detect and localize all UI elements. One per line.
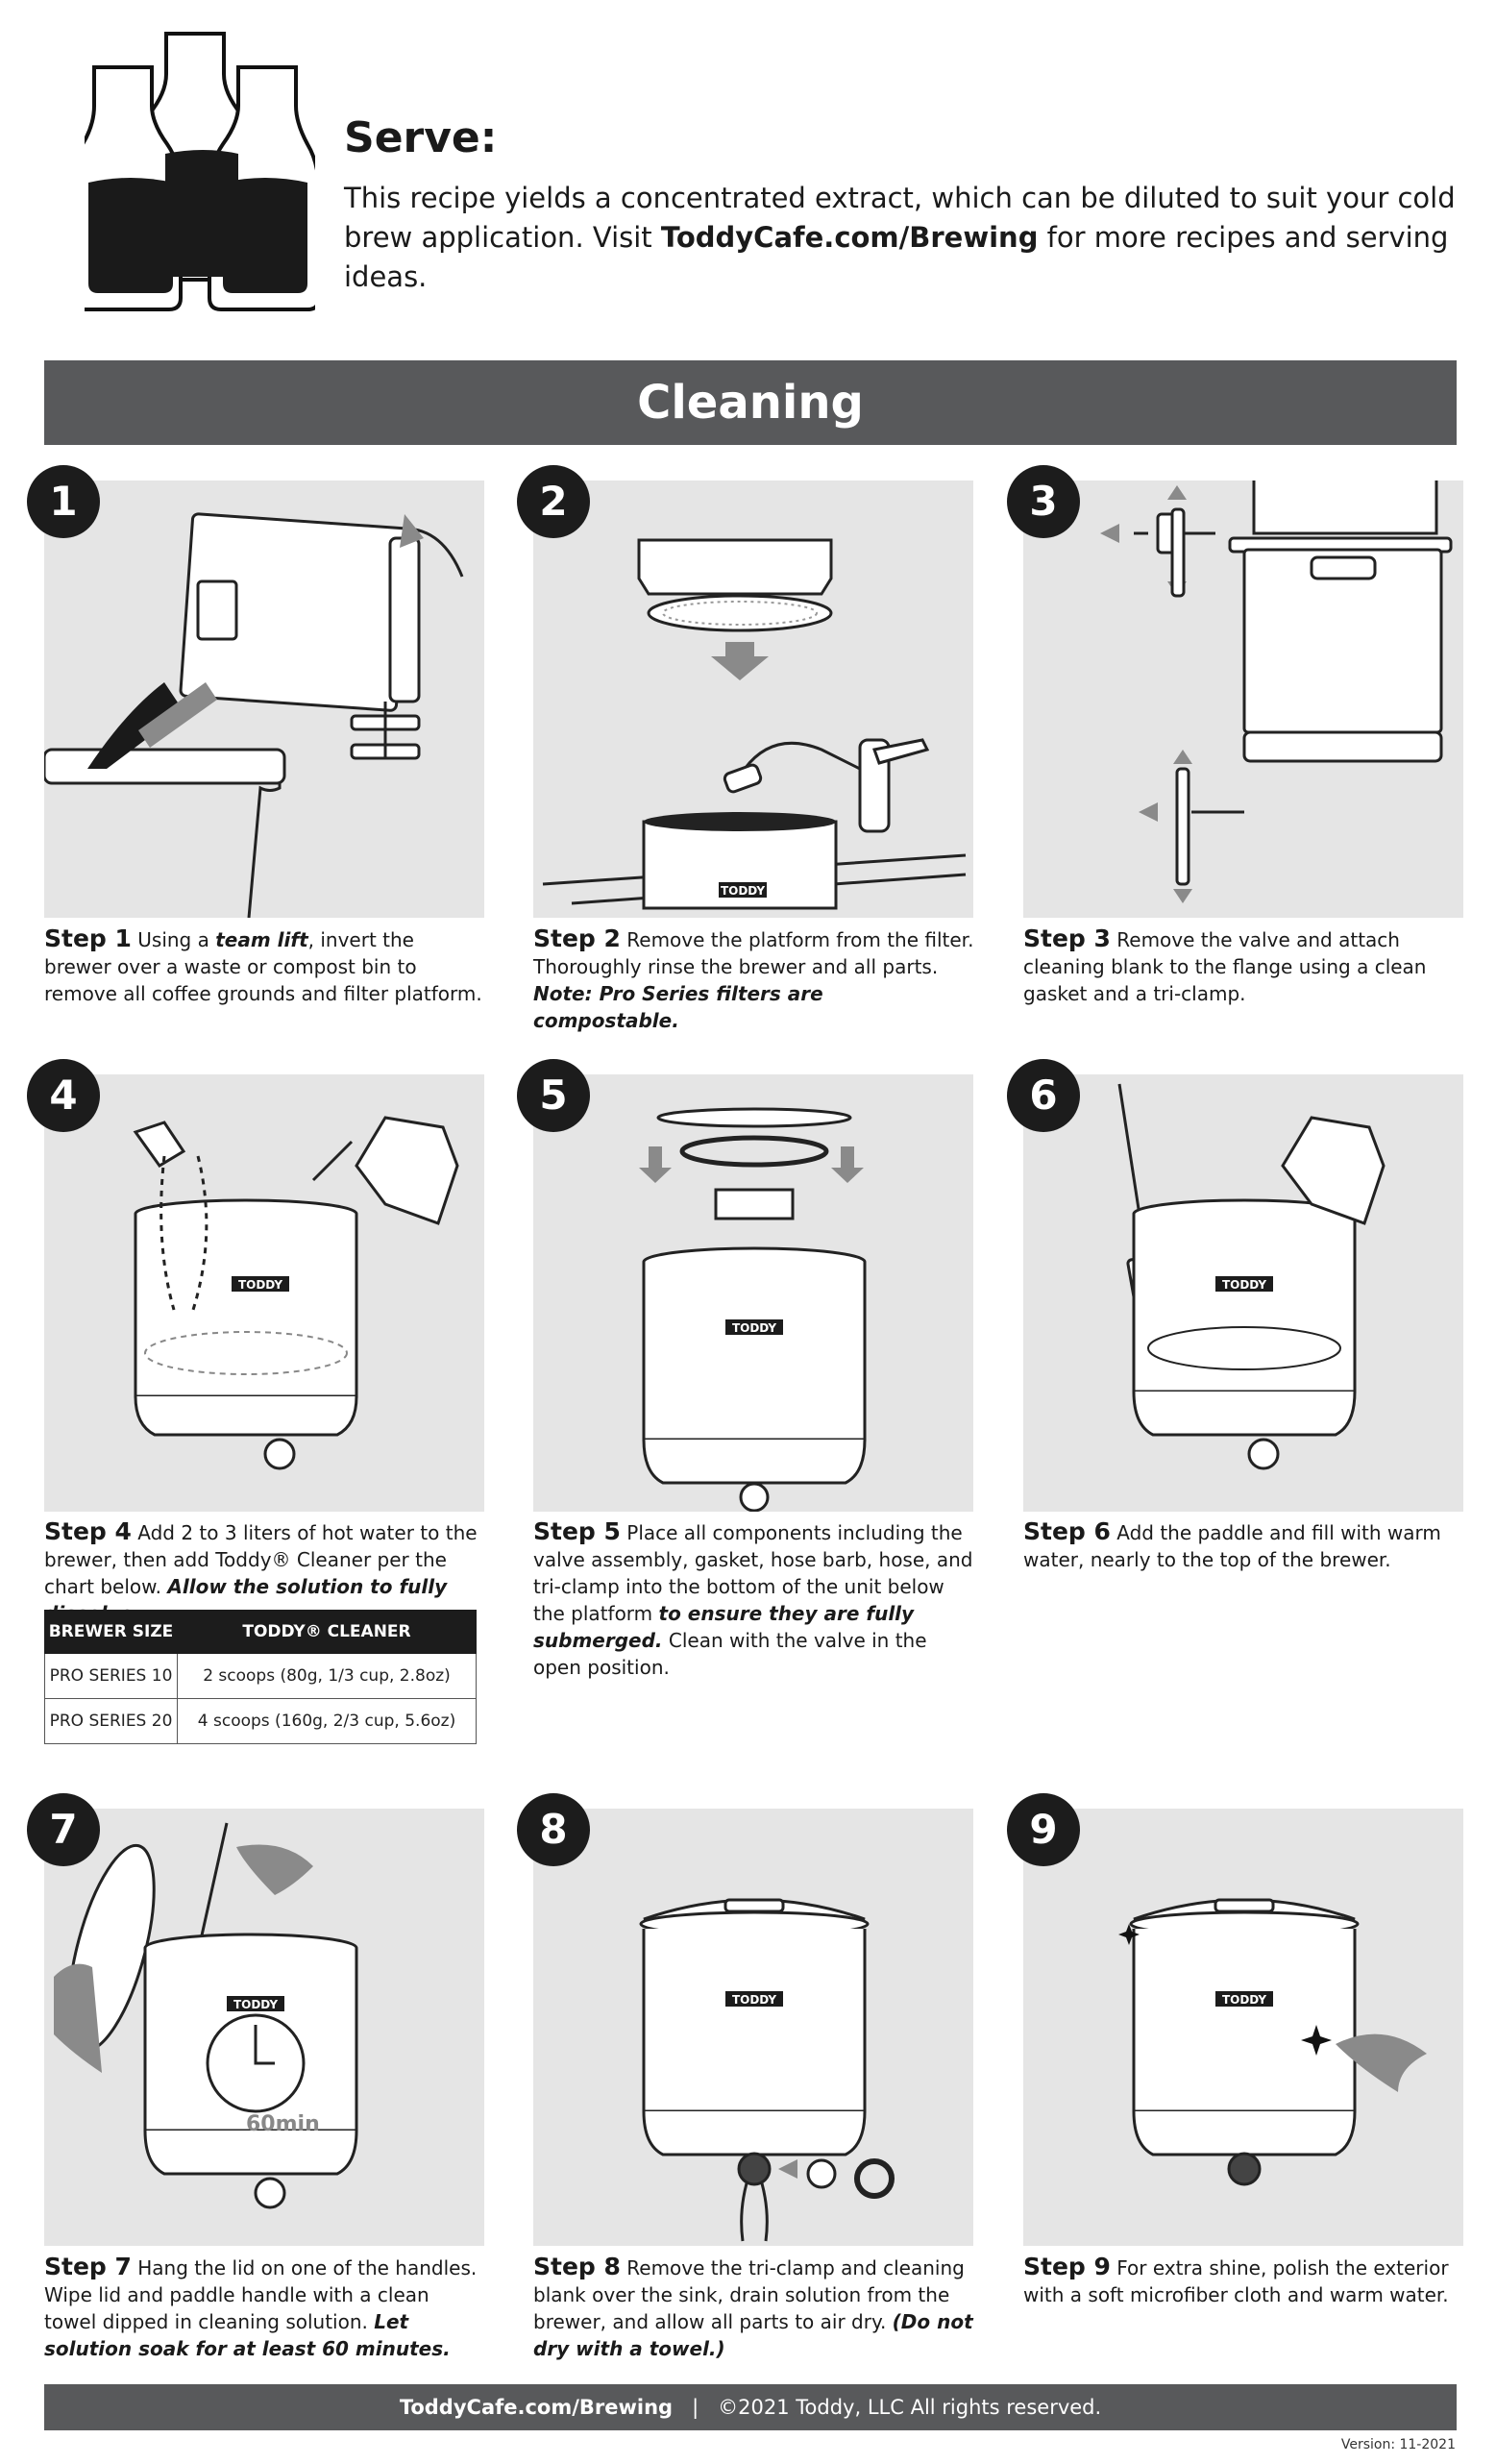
cleaner-table: BREWER SIZE TODDY® CLEANER PRO SERIES 10…	[44, 1610, 477, 1744]
step-7-label: Step 7	[44, 2253, 132, 2280]
step-6-badge: 6	[1007, 1059, 1080, 1132]
step-8-label: Step 8	[533, 2253, 621, 2280]
step-3-text: Step 3 Remove the valve and attach clean…	[1023, 925, 1465, 1007]
step-4-label: Step 4	[44, 1517, 132, 1545]
step-7-part-b: Let solution soak for at least 60 minute…	[44, 2310, 451, 2360]
footer-link[interactable]: ToddyCafe.com/Brewing	[399, 2396, 674, 2419]
table-cell: 4 scoops (160g, 2/3 cup, 5.6oz)	[177, 1698, 477, 1744]
step-9-label: Step 9	[1023, 2253, 1111, 2280]
footer-bar: ToddyCafe.com/Brewing | ©2021 Toddy, LLC A…	[44, 2384, 1457, 2430]
step-5-badge: 5	[517, 1059, 590, 1132]
step-8-part-b: (Do not dry with a towel.)	[533, 2310, 973, 2360]
step-7-part-a: Hang the lid on one of the handles. Wipe…	[44, 2256, 478, 2333]
toddy-label-2: TODDY	[721, 884, 765, 898]
step-4-badge: 4	[27, 1059, 100, 1132]
step-5-part-c: Clean with the valve in the open positio…	[533, 1629, 927, 1679]
carafes-illustration	[85, 32, 315, 311]
step-5-illustration: TODDY	[533, 1074, 973, 1512]
step-8-badge: 8	[517, 1793, 590, 1866]
step-2-badge: 2	[517, 465, 590, 538]
step-2-part-b: Note: Pro Series filters are compostable…	[533, 982, 823, 1032]
header-brewer-size: BREWER SIZE	[44, 1610, 178, 1654]
step-3-label: Step 3	[1023, 924, 1111, 952]
serve-text-after: for more recipes and serving ideas.	[344, 221, 1449, 293]
step-2-part-a: Remove the platform from the filter. Tho…	[533, 928, 974, 978]
step-8-illustration: TODDY	[533, 1809, 973, 2246]
toddy-label-4: TODDY	[238, 1278, 282, 1292]
step-2-text: Step 2 Remove the platform from the filt…	[533, 925, 975, 1034]
serve-text: This recipe yields a concentrated extrac…	[344, 179, 1459, 297]
footer-copyright: ©2021 Toddy, LLC All rights reserved.	[718, 2396, 1102, 2419]
step-1-text: Step 1 Using a team lift, invert the bre…	[44, 925, 486, 1007]
timer-label: 60min	[246, 2112, 320, 2136]
step-1-label: Step 1	[44, 924, 132, 952]
step-8-text: Step 8 Remove the tri-clamp and cleaning…	[533, 2254, 975, 2362]
step-9-illustration: TODDY	[1023, 1809, 1463, 2246]
step-9-text: Step 9 For extra shine, polish the exter…	[1023, 2254, 1465, 2308]
step-4-part-a: Add 2 to 3 liters of hot water to the br…	[44, 1521, 478, 1598]
step-2-label: Step 2	[533, 924, 621, 952]
step-5-text: Step 5 Place all components including th…	[533, 1518, 975, 1681]
step-1-part-c: , invert the brewer over a waste or comp…	[44, 928, 482, 1005]
step-7-illustration: TODDY 60min	[44, 1809, 484, 2246]
step-9-part-a: For extra shine, polish the exterior wit…	[1023, 2256, 1449, 2306]
toddy-label-5: TODDY	[732, 1321, 776, 1335]
step-8-part-a: Remove the tri-clamp and cleaning blank …	[533, 2256, 965, 2333]
toddy-label-7: TODDY	[233, 1998, 278, 2011]
step-5-label: Step 5	[533, 1517, 621, 1545]
step-5-part-b: to ensure they are fully submerged.	[533, 1602, 915, 1652]
serve-link[interactable]: ToddyCafe.com/Brewing	[660, 221, 1039, 254]
cleaning-banner: Cleaning	[44, 360, 1457, 445]
step-6-label: Step 6	[1023, 1517, 1111, 1545]
step-9-badge: 9	[1007, 1793, 1080, 1866]
footer-separator: |	[692, 2396, 699, 2419]
header-toddy-cleaner: TODDY® CLEANER	[177, 1610, 477, 1654]
cleaner-table-header: BREWER SIZE TODDY® CLEANER	[44, 1610, 477, 1654]
toddy-label-8: TODDY	[732, 1993, 776, 2007]
step-3-part-a: Remove the valve and attach cleaning bla…	[1023, 928, 1427, 1005]
serve-text-before: This recipe yields a concentrated extrac…	[344, 182, 1456, 254]
step-4-illustration: TODDY	[44, 1074, 484, 1512]
step-7-text: Step 7 Hang the lid on one of the handle…	[44, 2254, 486, 2362]
step-5-part-a: Place all components including the valve…	[533, 1521, 973, 1625]
toddy-label-9: TODDY	[1222, 1993, 1266, 2007]
toddy-label-6: TODDY	[1222, 1278, 1266, 1292]
step-6-part-a: Add the paddle and fill with warm water,…	[1023, 1521, 1441, 1571]
table-cell: PRO SERIES 10	[44, 1653, 178, 1699]
step-2-illustration: TODDY	[533, 480, 973, 918]
version-label: Version: 11-2021	[1340, 2437, 1456, 2452]
step-7-badge: 7	[27, 1793, 100, 1866]
table-cell: PRO SERIES 20	[44, 1698, 178, 1744]
step-1-part-b: team lift	[215, 928, 308, 951]
table-row: PRO SERIES 10 2 scoops (80g, 1/3 cup, 2.…	[44, 1653, 477, 1699]
step-3-illustration	[1023, 480, 1463, 918]
serve-title: Serve:	[344, 113, 498, 162]
step-1-illustration	[44, 480, 484, 918]
step-6-illustration: TODDY	[1023, 1074, 1463, 1512]
step-1-part-a: Using a	[131, 928, 216, 951]
step-4-text: Step 4 Add 2 to 3 liters of hot water to…	[44, 1518, 486, 1627]
step-3-badge: 3	[1007, 465, 1080, 538]
table-row: PRO SERIES 20 4 scoops (160g, 2/3 cup, 5…	[44, 1698, 477, 1744]
step-6-text: Step 6 Add the paddle and fill with warm…	[1023, 1518, 1465, 1573]
table-cell: 2 scoops (80g, 1/3 cup, 2.8oz)	[177, 1653, 477, 1699]
step-1-badge: 1	[27, 465, 100, 538]
